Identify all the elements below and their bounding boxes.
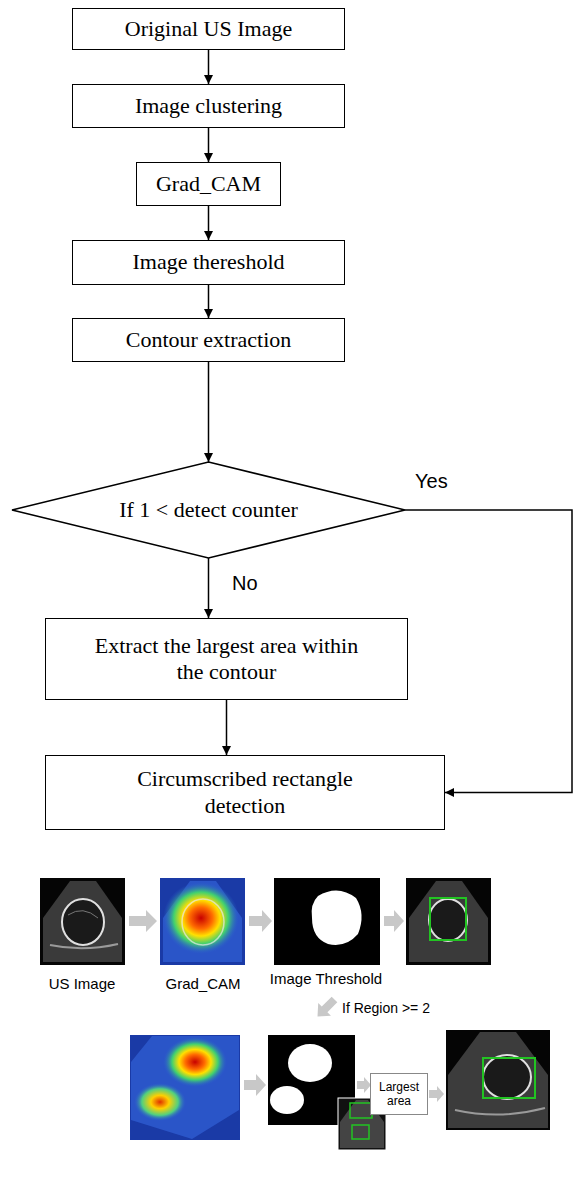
condition-note: If Region >= 2 [342,1000,430,1016]
step-box: Largest area [370,1073,428,1115]
flow-arrow [357,1077,371,1093]
box-text: Largest area [375,1080,423,1109]
box-text: Image clustering [135,93,282,119]
flow-arrow [129,910,157,932]
image-caption: US Image [49,975,116,992]
process-box: Circumscribed rectangle detection [45,755,445,830]
flow-connector [208,558,210,618]
branch-label: Yes [413,470,450,493]
flow-arrow [244,1074,266,1096]
process-box: Grad_CAM [136,162,281,206]
flow-connector [208,362,210,462]
image-caption: Image Threshold [270,970,382,987]
flow-arrow [429,1086,444,1102]
box-text: Circumscribed rectangle detection [113,766,378,819]
branch-label: No [230,572,260,595]
box-text: If 1 < detect counter [119,497,298,523]
branch-arrow [311,993,341,1023]
flow-connector [405,510,572,793]
threshold-image [274,878,380,965]
flow-arrow [249,910,272,932]
final-detection-image [446,1030,550,1130]
box-text: Image thereshold [132,249,284,275]
flow-connector [208,206,210,240]
box-text: Extract the largest area within the cont… [94,633,359,686]
image-caption: Grad_CAM [165,975,240,992]
process-box: Extract the largest area within the cont… [45,618,408,700]
process-box: Contour extraction [72,318,345,362]
process-box: Image clustering [72,84,345,128]
gradcam-image [130,1035,240,1140]
process-box: Original US Image [72,8,345,50]
flow-connector [226,700,228,755]
flow-connector [208,128,210,162]
flow-connector [208,285,210,318]
decision-diamond: If 1 < detect counter [12,462,405,558]
flow-connector [208,50,210,84]
gradcam-image [160,878,245,965]
box-text: Grad_CAM [156,171,261,197]
flow-arrow [384,910,404,932]
detection-image [406,878,491,965]
box-text: Contour extraction [126,327,292,353]
us-image [40,878,125,965]
box-text: Original US Image [125,16,292,42]
process-box: Image thereshold [72,240,345,285]
